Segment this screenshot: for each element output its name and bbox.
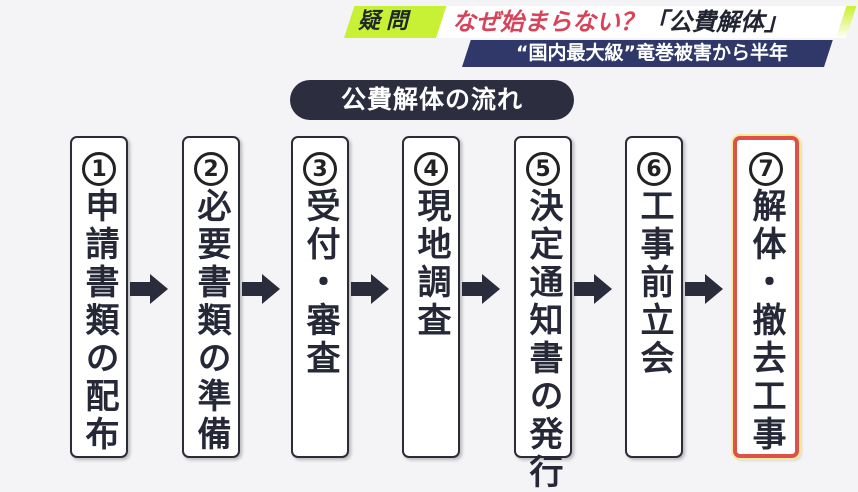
step-number: 3 <box>303 152 337 186</box>
step-number: 7 <box>749 152 783 186</box>
headline-topic: 「公費解体」 <box>644 8 788 36</box>
arrow-head <box>150 274 168 304</box>
arrow-right-icon <box>130 274 168 304</box>
arrow-right-icon <box>574 274 612 304</box>
arrow-shaft <box>130 282 152 296</box>
step-label: 工事前立会 <box>634 188 674 378</box>
step-number: 5 <box>526 152 560 186</box>
headline-title: なぜ始まらない？「公費解体」 <box>452 7 788 37</box>
step-number: 6 <box>637 152 671 186</box>
arrow-right-icon <box>462 274 500 304</box>
step-label: 申請書類の配布 <box>79 188 119 454</box>
arrow-shaft <box>574 282 596 296</box>
subtitle: “国内最大級”竜巻被害から半年 <box>516 42 788 64</box>
arrow-head <box>705 274 723 304</box>
step-number: 2 <box>194 152 228 186</box>
arrow-head <box>371 274 389 304</box>
step-label: 現地調査 <box>411 188 451 340</box>
headline-question: なぜ始まらない？ <box>452 8 644 36</box>
arrow-right-icon <box>685 274 723 304</box>
question-tag: 疑問 <box>358 9 415 34</box>
diagram-title: 公費解体の流れ <box>290 80 574 120</box>
step-label: 必要書類の準備 <box>191 188 231 454</box>
arrow-head <box>262 274 280 304</box>
step-number: 4 <box>414 152 448 186</box>
arrow-shaft <box>462 282 484 296</box>
arrow-head <box>482 274 500 304</box>
arrow-shaft <box>351 282 373 296</box>
arrow-shaft <box>685 282 707 296</box>
step-number: 1 <box>82 152 116 186</box>
step-label: 解体・撤去工事 <box>746 188 786 454</box>
arrow-right-icon <box>242 274 280 304</box>
arrow-shaft <box>242 282 264 296</box>
arrow-head <box>594 274 612 304</box>
arrow-right-icon <box>351 274 389 304</box>
step-label: 決定通知書の発行 <box>523 188 563 492</box>
step-label: 受付・審査 <box>300 188 340 378</box>
headline-banner: 疑問 なぜ始まらない？「公費解体」 <box>344 6 857 38</box>
